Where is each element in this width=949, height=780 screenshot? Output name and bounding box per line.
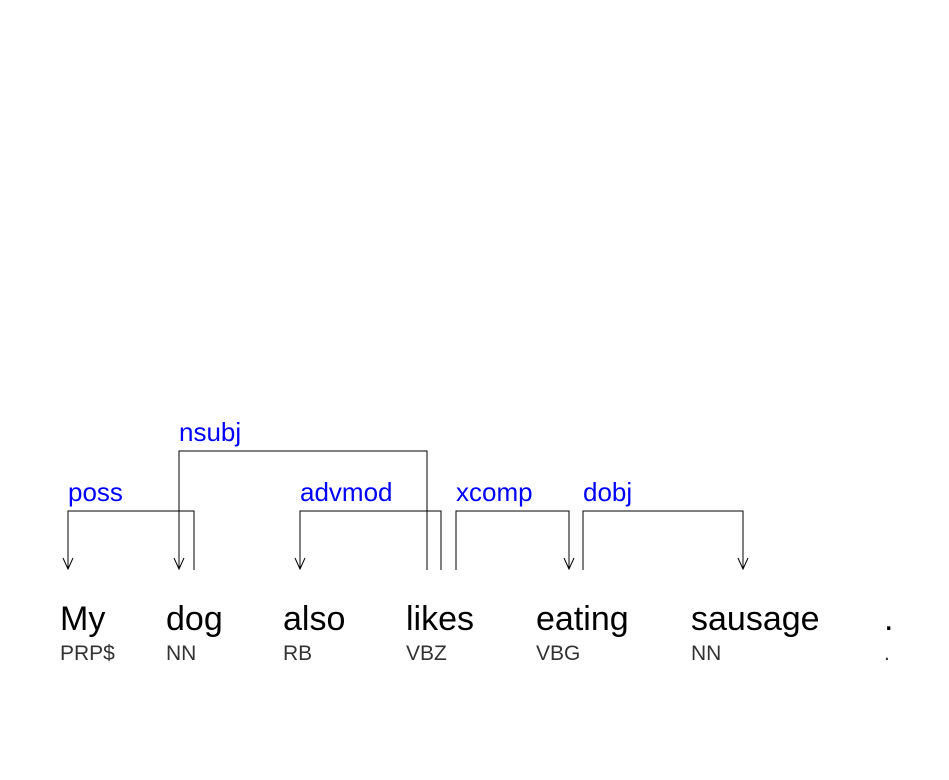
arc-label: poss xyxy=(68,477,123,507)
tokens: My PRP$ dog NN also RB likes VBZ eating … xyxy=(60,600,893,665)
arrowhead-icon xyxy=(737,557,749,571)
token-word: sausage xyxy=(691,600,820,638)
token-word: My xyxy=(60,600,105,638)
token-word: dog xyxy=(166,600,223,638)
arc-line xyxy=(582,510,744,570)
arc-label: xcomp xyxy=(456,477,533,507)
arrowhead-icon xyxy=(62,557,74,571)
arc-label: dobj xyxy=(583,477,632,507)
arc-xcomp: xcomp xyxy=(455,477,575,571)
token-tag: RB xyxy=(283,642,312,665)
token-tag: VBG xyxy=(536,642,580,665)
token-word: also xyxy=(283,600,345,638)
token-tag: . xyxy=(884,642,890,665)
arc-label: advmod xyxy=(300,477,393,507)
token-word: eating xyxy=(536,600,629,638)
arc-dobj: dobj xyxy=(582,477,749,571)
arc-line xyxy=(455,510,570,570)
token-tag: PRP$ xyxy=(60,642,115,665)
arc-label: nsubj xyxy=(179,417,241,447)
arc-advmod: advmod xyxy=(294,477,442,571)
token-tag: NN xyxy=(166,642,196,665)
token-word: likes xyxy=(406,600,474,638)
arrowhead-icon xyxy=(173,557,185,571)
arc-line xyxy=(299,510,442,570)
token-tag: VBZ xyxy=(406,642,447,665)
arc-poss: poss xyxy=(62,477,195,571)
token-tag: NN xyxy=(691,642,721,665)
arcs: poss nsubj advmod xcomp dobj xyxy=(62,417,749,571)
arc-line xyxy=(67,510,195,570)
arrowhead-icon xyxy=(563,557,575,571)
token-word: . xyxy=(884,600,893,638)
arrowhead-icon xyxy=(294,557,306,571)
